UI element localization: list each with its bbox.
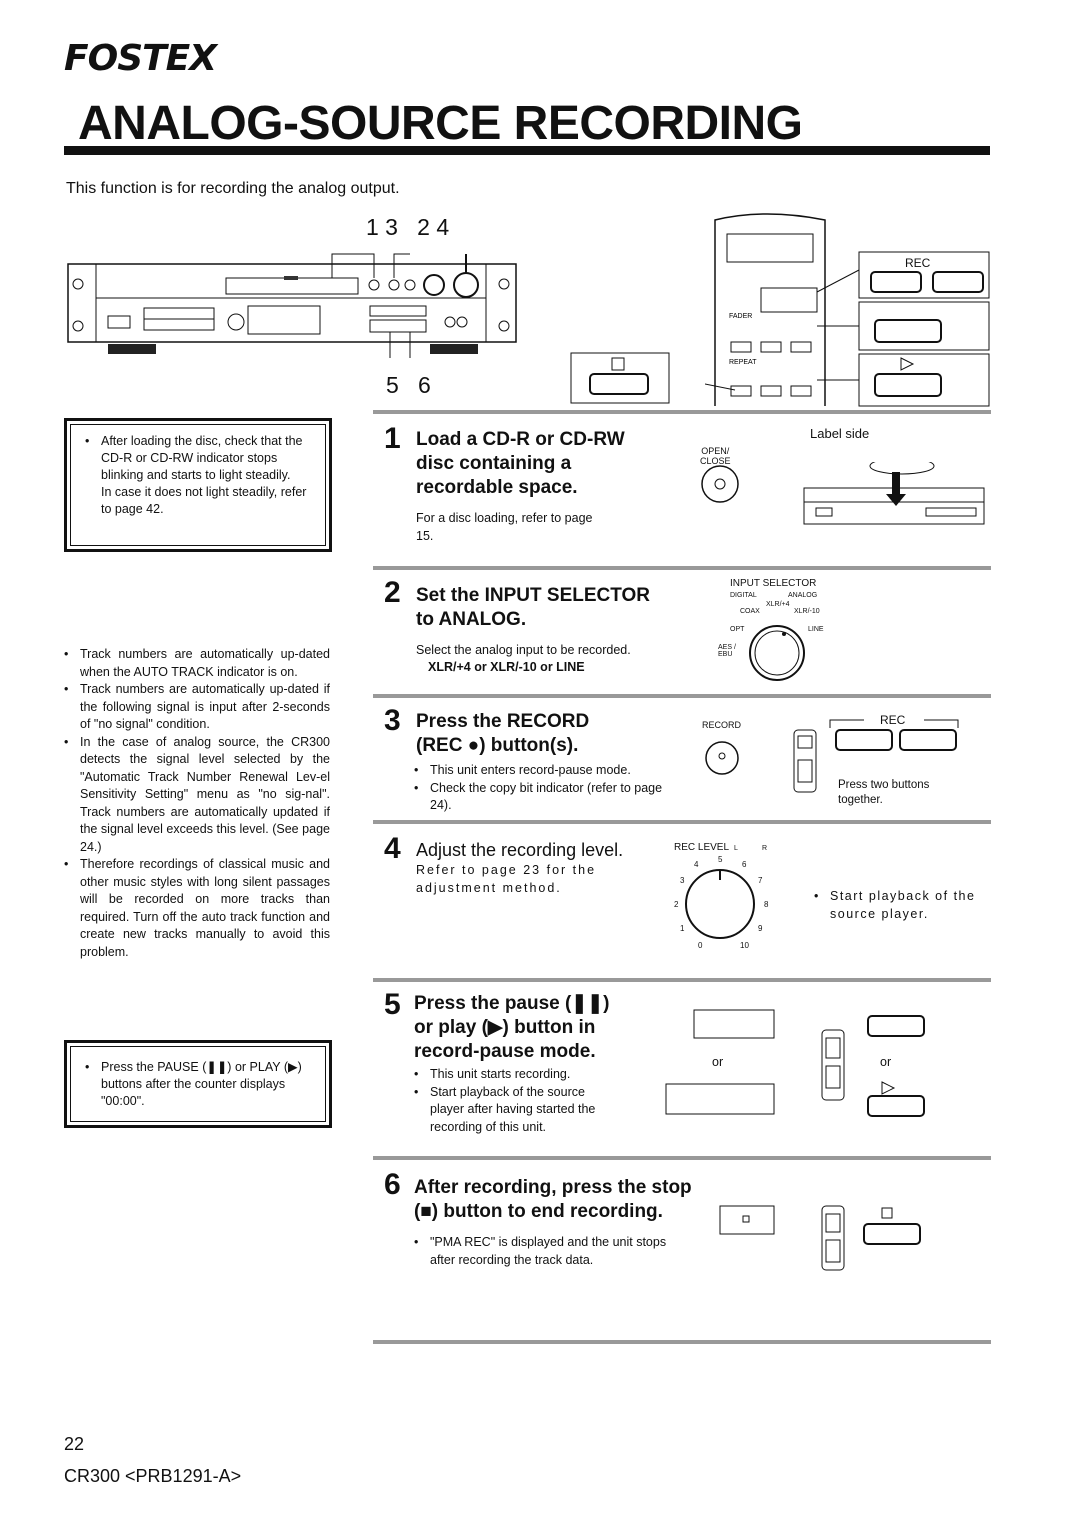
tick-label: 6 xyxy=(742,860,747,869)
line-label: LINE xyxy=(808,626,824,633)
xlr10-label: XLR/-10 xyxy=(794,608,820,615)
tick-label: 8 xyxy=(764,900,769,909)
step-bullet: This unit enters record-pause mode. xyxy=(414,762,664,780)
step-title: Press the pause (❚❚) or play (▶) button … xyxy=(414,993,610,1062)
step-title: Load a CD-R or CD-RW disc containing a r… xyxy=(416,429,625,498)
step-bullet: "PMA REC" is displayed and the unit stop… xyxy=(414,1234,684,1269)
step-number: 3 xyxy=(384,704,401,737)
record-label: RECORD xyxy=(702,720,742,730)
intro-text: This function is for recording the analo… xyxy=(66,180,400,197)
step-side-bullet: Start playback of the source player. xyxy=(814,888,992,923)
rec-level-label: REC LEVEL xyxy=(674,842,730,853)
tick-label: 10 xyxy=(740,941,749,950)
step-title: Adjust the recording level. xyxy=(416,840,624,860)
step-divider xyxy=(373,566,991,570)
xlr4-label: XLR/+4 xyxy=(766,601,790,608)
step-title: Set the INPUT SELECTOR to ANALOG. xyxy=(416,585,651,630)
step-bullets: "PMA REC" is displayed and the unit stop… xyxy=(414,1234,684,1269)
step-body: Select the analog input to be recorded. xyxy=(416,643,631,657)
record-button-illustration xyxy=(705,719,959,793)
stop-play-button-panel xyxy=(570,352,670,404)
remote-control-illustration: FADER REPEAT xyxy=(705,213,990,407)
step-body: Refer to page 23 for the adjustment meth… xyxy=(416,863,597,895)
step-title: Press the RECORD (REC ●) button(s). xyxy=(416,711,590,756)
tick-label: 1 xyxy=(680,924,685,933)
svg-text:FADER: FADER xyxy=(729,313,752,320)
step-divider xyxy=(373,1156,991,1160)
label-side-label: Label side xyxy=(810,426,870,441)
step-bullet: Start playback of the source player. xyxy=(814,888,992,923)
step-bullet: Check the copy bit indicator (refer to p… xyxy=(414,780,664,815)
step-number: 5 xyxy=(384,988,401,1021)
step-number: 2 xyxy=(384,576,401,609)
step-bullet: Start playback of the source player afte… xyxy=(414,1084,614,1137)
note-item: Press the PAUSE (❚❚) or PLAY (▶) buttons… xyxy=(85,1059,315,1110)
step-body: For a disc loading, refer to page 15. xyxy=(416,511,593,543)
tick-label: 0 xyxy=(698,941,703,950)
step-divider xyxy=(373,410,991,414)
model-code: CR300 <PRB1291-A> xyxy=(64,1466,242,1486)
fostex-logo: FOSTEX xyxy=(64,38,217,79)
rec-level-knob[interactable] xyxy=(672,852,782,952)
callout-bottom: 5 6 xyxy=(386,372,431,398)
open-close-label: OPEN/ CLOSE xyxy=(700,446,731,466)
side-note: Track numbers are automatically up-dated… xyxy=(64,646,330,681)
step-number: 1 xyxy=(384,422,401,455)
step-title: After recording, press the stop (■) butt… xyxy=(414,1177,692,1222)
input-selector-label: INPUT SELECTOR xyxy=(730,578,817,589)
tick-label: 2 xyxy=(674,900,679,909)
tick-label: 3 xyxy=(680,876,685,885)
or-label: or xyxy=(712,1055,724,1069)
step-number: 6 xyxy=(384,1168,401,1201)
note-item: After loading the disc, check that the C… xyxy=(85,433,315,518)
coax-label: COAX xyxy=(740,608,760,615)
stop-button-illustration xyxy=(719,1205,921,1271)
input-selector-knob[interactable] xyxy=(744,620,810,686)
tick-label: 7 xyxy=(758,876,763,885)
svg-text:REPEAT: REPEAT xyxy=(729,359,757,366)
aes-ebu-label: AES / EBU xyxy=(718,644,736,658)
rec-level-l: L xyxy=(734,845,738,852)
title-rule xyxy=(64,146,990,155)
tick-label: 4 xyxy=(694,860,699,869)
step-divider xyxy=(373,1340,991,1344)
press-two-buttons-note: Press two buttons together. xyxy=(838,779,930,806)
page-title: ANALOG-SOURCE RECORDING xyxy=(78,97,803,150)
step-number: 4 xyxy=(384,832,401,865)
rec-level-r: R xyxy=(762,845,768,852)
pause-play-illustration xyxy=(665,1009,925,1117)
note-box-disc-loading: After loading the disc, check that the C… xyxy=(64,418,332,552)
step-divider xyxy=(373,694,991,698)
side-note: In the case of analog source, the CR300 … xyxy=(64,734,330,857)
callout-top: 1 3 2 4 xyxy=(366,214,450,240)
tick-label: 9 xyxy=(758,924,763,933)
side-note: Track numbers are automatically up-dated… xyxy=(64,681,330,734)
step-divider xyxy=(373,820,991,824)
remote-rec-label: REC xyxy=(905,256,931,270)
page-number: 22 xyxy=(64,1434,85,1454)
analog-label: ANALOG xyxy=(788,592,818,599)
note-box-pause-play: Press the PAUSE (❚❚) or PLAY (▶) buttons… xyxy=(64,1040,332,1128)
step-bullets: This unit enters record-pause mode. Chec… xyxy=(414,762,664,815)
side-note: Therefore recordings of classical music … xyxy=(64,856,330,961)
disc-loading-illustration xyxy=(701,462,985,525)
tick-label: 5 xyxy=(718,855,723,864)
or-label: or xyxy=(880,1055,892,1069)
step-bullet: This unit starts recording. xyxy=(414,1066,614,1084)
step-body-options: XLR/+4 or XLR/-10 or LINE xyxy=(428,660,585,674)
rec-label: REC xyxy=(880,713,906,727)
track-number-notes: Track numbers are automatically up-dated… xyxy=(64,646,330,961)
digital-label: DIGITAL xyxy=(730,592,757,599)
step-divider xyxy=(373,978,991,982)
cr300-front-panel-illustration xyxy=(67,253,517,358)
opt-label: OPT xyxy=(730,626,745,633)
step-bullets: This unit starts recording. Start playba… xyxy=(414,1066,614,1136)
